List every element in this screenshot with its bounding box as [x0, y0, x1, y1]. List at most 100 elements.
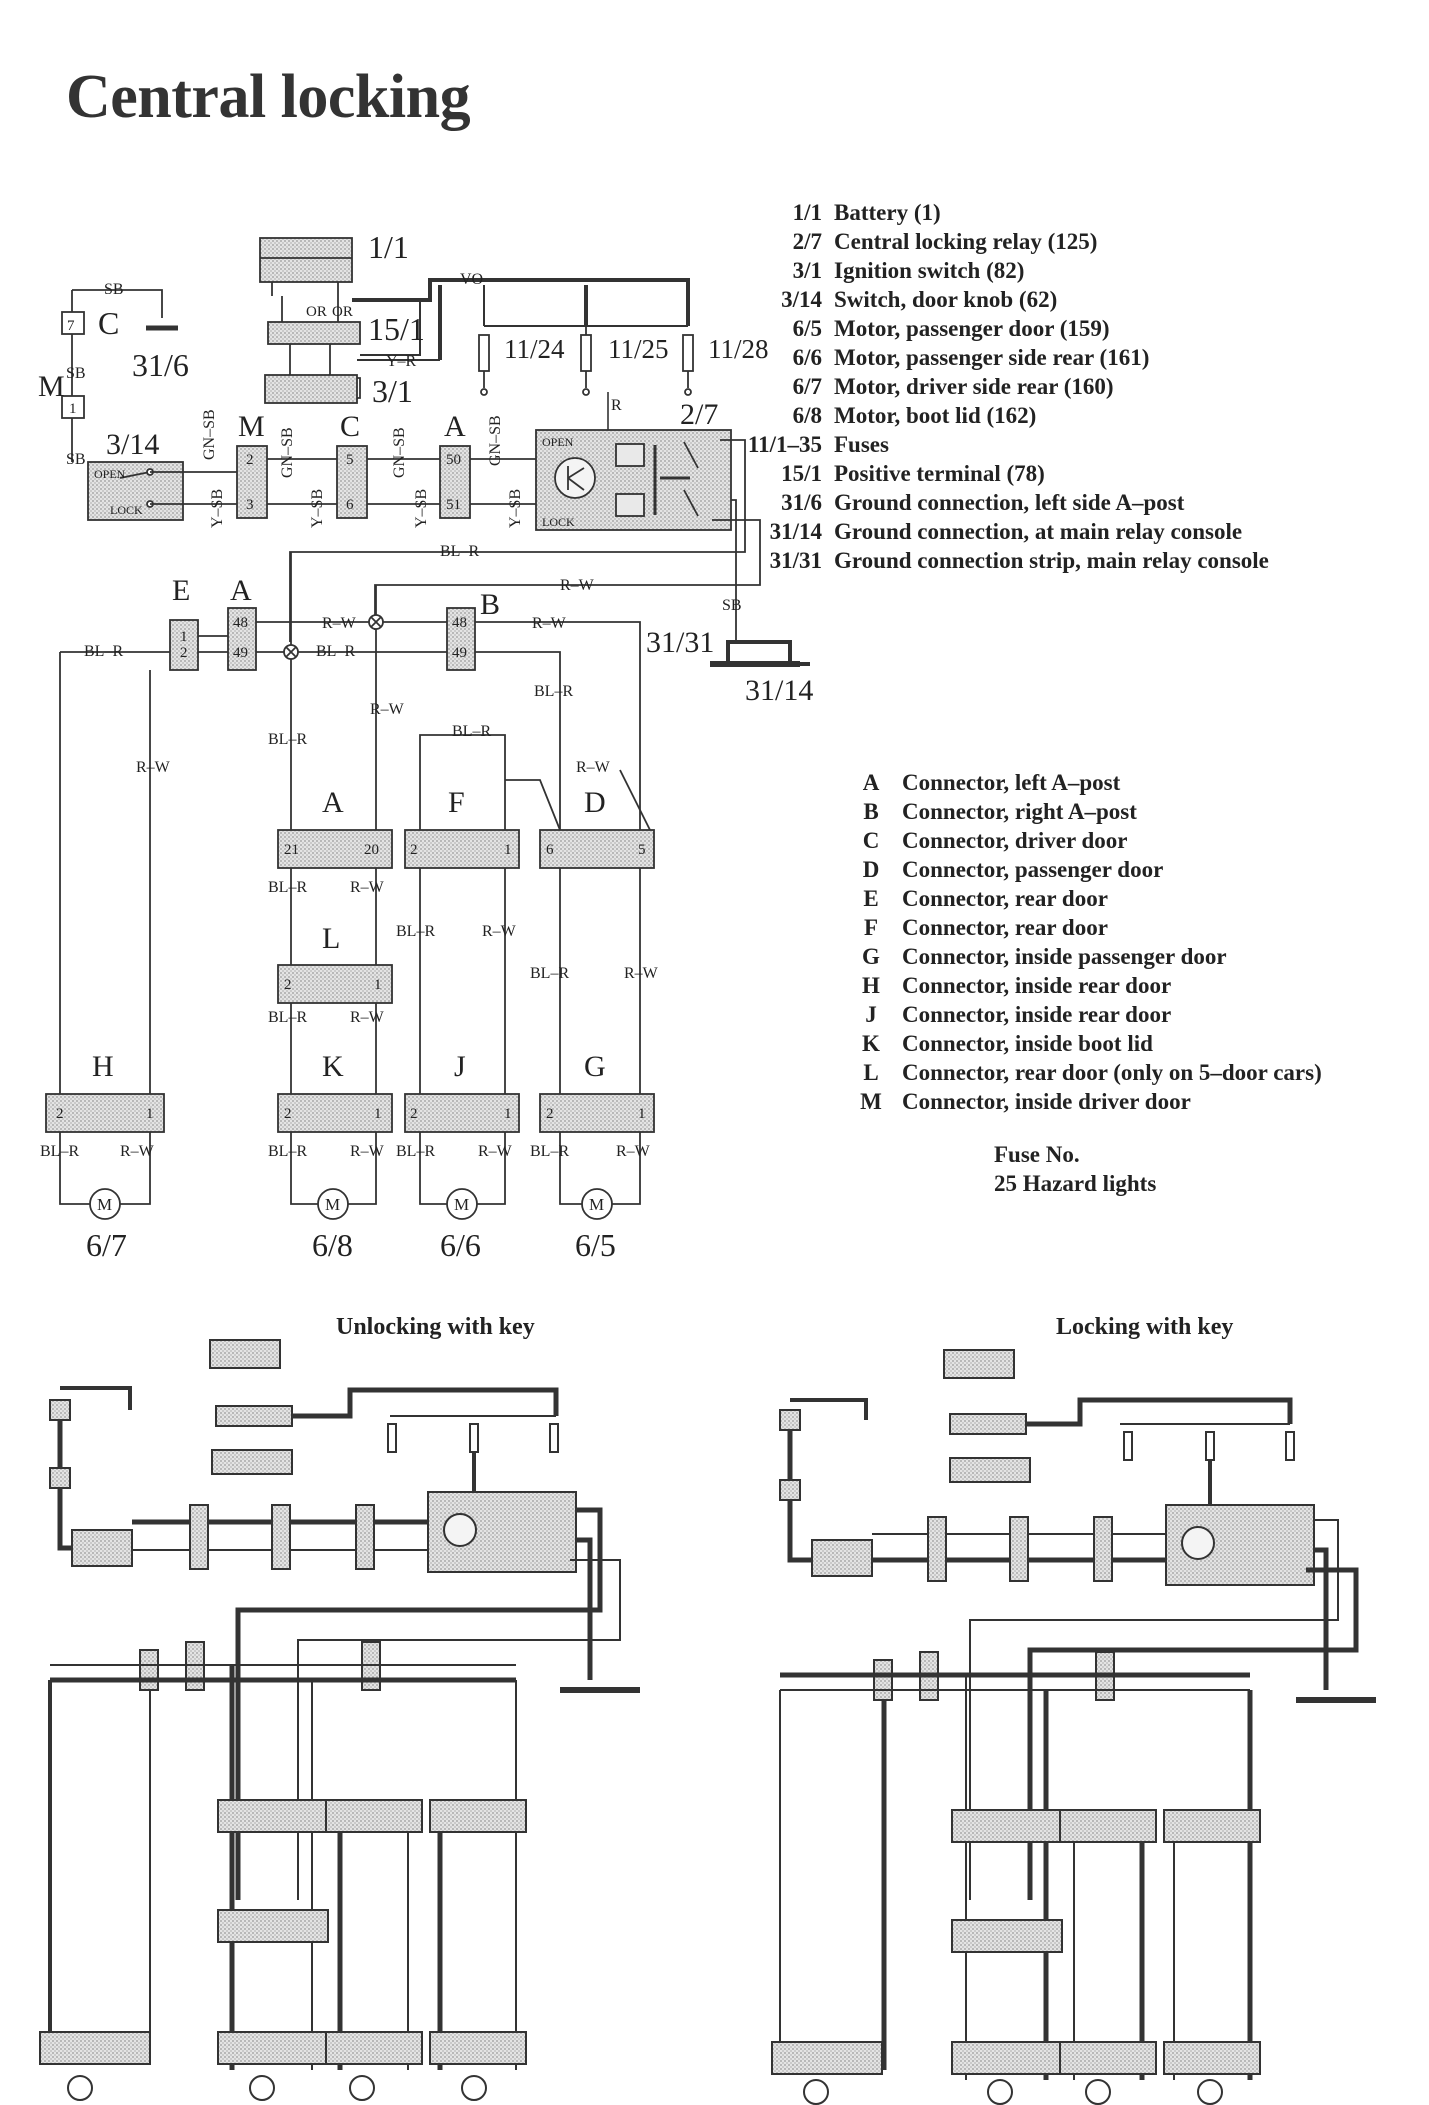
connector-legend-row: G Connector, inside passenger door	[852, 942, 1322, 971]
wire-bl-r-13: BL–R	[396, 1143, 435, 1160]
connector-g-box	[539, 1093, 655, 1133]
pin-51: 51	[446, 497, 461, 513]
motor-symbol-6-6: M	[454, 1195, 469, 1214]
battery-1-1	[259, 237, 353, 296]
wire-bl-r-14: BL–R	[530, 1143, 569, 1160]
pin-1-g: 1	[638, 1106, 646, 1122]
component-legend-row-desc: Motor, passenger side rear (161)	[834, 345, 1150, 370]
fuse-note: Fuse No. 25 Hazard lights	[994, 1140, 1156, 1198]
label-31-31: 31/31	[646, 626, 714, 659]
connector-m-box	[61, 395, 85, 419]
connector-c-top	[336, 445, 368, 519]
pin-6-c: 6	[346, 497, 354, 513]
component-legend-row-desc: Positive terminal (78)	[834, 461, 1045, 486]
component-legend-row-desc: Ground connection, at main relay console	[834, 519, 1243, 544]
motor-6-5	[559, 1132, 641, 1220]
connector-legend-row-code: D	[862, 857, 880, 882]
pin-7: 7	[67, 318, 75, 334]
letter-a-mid: A	[230, 574, 252, 607]
letter-b: B	[480, 588, 500, 621]
letter-a-low: A	[322, 786, 344, 819]
fuse-11-28	[682, 334, 694, 396]
component-legend-row-code: 31/14	[769, 519, 822, 544]
wire-bl-r-6: BL–R	[452, 723, 491, 740]
connector-legend-row-code: K	[862, 1031, 880, 1056]
connector-legend-row-code: A	[862, 770, 880, 795]
connector-legend-row-desc: Connector, rear door (only on 5–door car…	[902, 1060, 1322, 1085]
pin-48-a: 48	[233, 615, 248, 631]
component-legend-row-code: 11/1–35	[747, 432, 822, 457]
connector-a-top	[439, 445, 471, 519]
connector-legend-row-desc: Connector, inside rear door	[902, 1002, 1172, 1027]
wire-y-r: Y–R	[386, 353, 417, 370]
main-schematic	[45, 237, 810, 1220]
wire-bl-r-12: BL–R	[268, 1143, 307, 1160]
label-1-1: 1/1	[368, 229, 409, 265]
connector-legend-row-desc: Connector, inside rear door	[902, 973, 1172, 998]
wire-bl-r-10: BL–R	[268, 1009, 307, 1026]
connector-j-box	[404, 1093, 520, 1133]
fuse-heading: Fuse No.	[994, 1142, 1080, 1167]
pin-1-m: 1	[69, 401, 77, 417]
wire-y-sb-4: Y–SB	[507, 489, 524, 528]
motor-symbol-6-7: M	[97, 1195, 112, 1214]
pin-1-l: 1	[374, 977, 382, 993]
wire-sb-low: SB	[66, 451, 86, 468]
pin-2-k: 2	[284, 1106, 292, 1122]
connector-legend-row: H Connector, inside rear door	[852, 971, 1322, 1000]
connector-legend-row-code: H	[862, 973, 880, 998]
component-legend-row-desc: Motor, passenger door (159)	[834, 316, 1110, 341]
label-11-25: 11/25	[608, 334, 669, 364]
connector-legend-row-desc: Connector, inside passenger door	[902, 944, 1227, 969]
wire-bl-r-3: BL–R	[84, 643, 123, 660]
wire-r-w-10: R–W	[350, 1009, 385, 1026]
unlocking-title: Unlocking with key	[336, 1314, 535, 1340]
connector-legend-row-code: B	[863, 799, 879, 824]
pin-6-d: 6	[546, 842, 554, 858]
pin-50: 50	[446, 452, 461, 468]
letter-g: G	[584, 1050, 606, 1083]
wire-bl-r-7: BL–R	[268, 879, 307, 896]
pin-1-e: 1	[180, 629, 188, 645]
wire-bl-r-8: BL–R	[396, 923, 435, 940]
pin-21: 21	[284, 842, 299, 858]
unlocking-schematic	[39, 1339, 640, 2101]
pin-5-d: 5	[638, 842, 646, 858]
motor-6-8	[290, 1132, 377, 1220]
connector-legend-row: D Connector, passenger door	[852, 855, 1322, 884]
letter-j: J	[454, 1050, 466, 1083]
wire-bl-r-5: BL–R	[268, 731, 307, 748]
connector-legend-row-code: M	[860, 1089, 882, 1114]
label-3-14: 3/14	[106, 428, 159, 461]
wire-sb-ground: SB	[722, 597, 742, 614]
wire-r-w-1: R–W	[560, 577, 595, 594]
component-legend-row-desc: Battery (1)	[834, 200, 941, 225]
label-6-5: 6/5	[575, 1227, 616, 1263]
component-legend-row-desc: Central locking relay (125)	[834, 229, 1098, 254]
connector-legend-row-desc: Connector, passenger door	[902, 857, 1164, 882]
letter-e: E	[172, 574, 190, 607]
wire-y-sb-3: Y–SB	[413, 489, 430, 528]
component-legend-row-code: 6/7	[792, 374, 822, 399]
letter-m-top: M	[238, 410, 265, 443]
label-15-1: 15/1	[368, 311, 425, 347]
connector-d-box	[539, 829, 655, 869]
wire-gn-sb-4: GN–SB	[487, 415, 504, 466]
connector-legend-row-code: G	[862, 944, 880, 969]
ignition-switch-3-1	[264, 344, 361, 404]
pin-2-m: 2	[246, 452, 254, 468]
locking-schematic	[771, 1349, 1376, 2105]
